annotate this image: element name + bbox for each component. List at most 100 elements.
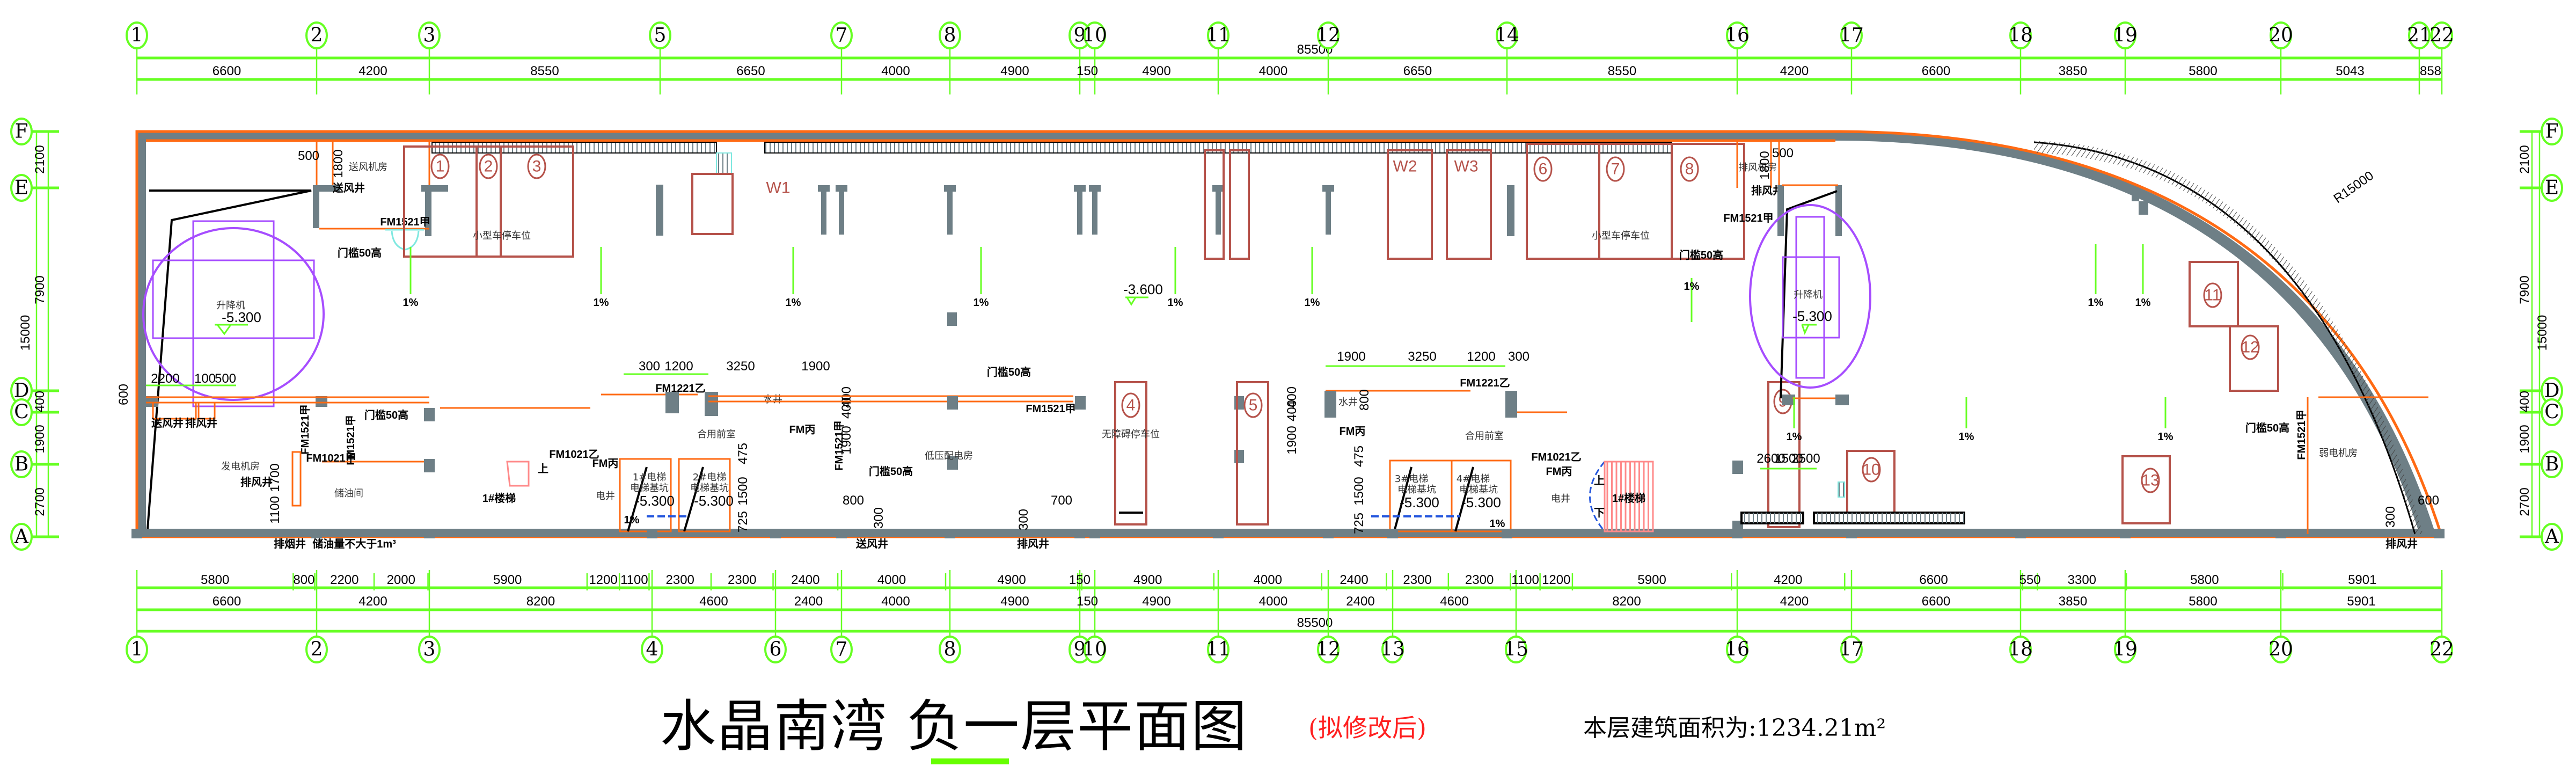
column-e-stem — [1216, 185, 1221, 235]
bottom-axis-10-circle — [1084, 636, 1106, 663]
right-dim-7900: 7900 — [2518, 275, 2532, 304]
top-axis-18-circle — [2009, 21, 2032, 49]
top-axis-16: 16 — [1725, 21, 1750, 49]
sill-label-5: 门槛50高 — [1679, 249, 1723, 261]
bottom-axis-20-label: 20 — [2268, 639, 2293, 661]
top-axis-9-label: 9 — [1074, 25, 1086, 47]
bottom-axis-17: 17 — [1839, 636, 1864, 663]
column-a — [1387, 529, 1398, 538]
right-axis-C: C — [2541, 398, 2563, 426]
right-axis-B-label: B — [2545, 454, 2559, 476]
w-area — [1205, 150, 1249, 259]
top-axis-18-label: 18 — [2008, 25, 2033, 47]
drawing-name: 负一层平面图 — [906, 694, 1248, 759]
floor-level-marker: -3.600 — [1123, 281, 1163, 306]
slope-label: 1% — [1168, 297, 1183, 309]
elevator-2-pit-label: 电梯基坑 — [690, 483, 729, 494]
top-span-dim: 8550 — [530, 64, 559, 78]
stair-down-right: 下 — [1594, 507, 1605, 519]
top-axis-16-label: 16 — [1725, 25, 1750, 47]
column-e-stem — [839, 185, 844, 235]
left-axis-F-circle — [10, 118, 33, 145]
floor-area: 本层建筑面积为:1234.21m² — [1583, 709, 1886, 743]
top-span-dim: 3850 — [2059, 64, 2087, 78]
bottom-axis-20-circle — [2270, 636, 2292, 663]
bottom-axis-8-label: 8 — [944, 639, 956, 661]
parking-number-10 — [1862, 457, 1881, 483]
level-marker-right — [1801, 324, 1817, 335]
top-axis-20: 20 — [2268, 21, 2293, 49]
door-fmc-4: FM丙 — [1546, 466, 1572, 478]
parking-number-2 — [479, 154, 498, 179]
elevator-2-shaft — [678, 458, 731, 532]
top-span-dim: 6650 — [1403, 64, 1432, 78]
curved-ramp-hatch — [2034, 141, 2423, 534]
lift-right-platform-h — [1782, 256, 1840, 339]
elevator-4-shaft — [1451, 459, 1512, 532]
door-fmc-1: FM丙 — [592, 458, 619, 470]
bottom-span-dim: 5800 — [2189, 594, 2217, 609]
parking-number-13-label: 13 — [2141, 472, 2159, 490]
door-fm1521a-4: FM1521甲 — [833, 420, 845, 470]
column-a — [1074, 529, 1085, 538]
parking-w3-label: W3 — [1454, 158, 1479, 176]
accessible-parking-label: 无障碍停车位 — [1102, 429, 1160, 440]
exhaust-fan-room: 排风机房 1800 500 排风井 FM1521甲 门槛50高 — [1679, 141, 1794, 261]
door-fm1521a-6: FM1521甲 — [1723, 213, 1773, 224]
bottom-total-dim: 85500 — [1297, 616, 1333, 630]
column-e — [1507, 185, 1514, 236]
floor-level-symbol — [1125, 296, 1148, 306]
left-side-dims: 15000 2100 7900 400 1900 2700 600 — [18, 132, 131, 537]
parking-small-label-1: 小型车停车位 — [473, 230, 531, 242]
bottom-axis-15-label: 15 — [1504, 639, 1528, 661]
top-span-dim: 5800 — [2189, 64, 2217, 78]
parking-number-6 — [1533, 156, 1553, 182]
exhaust-shaft-label-5: 排风井 — [2385, 537, 2418, 550]
lift-right-platform-v — [1795, 216, 1825, 379]
elevator-3-pit-label: 电梯基坑 — [1397, 484, 1436, 495]
top-axis-21-label: 21 — [2407, 25, 2432, 47]
bottom-axis-17-label: 17 — [1839, 639, 1864, 661]
bottom-span-dim: 4900 — [1142, 594, 1170, 609]
col-d1 — [146, 396, 158, 407]
top-axis-2: 2 — [305, 21, 328, 49]
bottom-span-dim: 3850 — [2059, 594, 2087, 609]
stair-1-left — [506, 461, 530, 487]
parking-w1-label: W1 — [766, 179, 791, 197]
slope-label: 1% — [2088, 297, 2104, 309]
bottom-axis-17-circle — [1840, 636, 1863, 663]
left-dim-2700: 2700 — [33, 487, 47, 516]
core-r-side-400a: 400 — [1285, 386, 1299, 408]
elevator-2-label: 2#电梯 — [693, 472, 727, 483]
slope-label: 1% — [2135, 297, 2151, 309]
col-fan-3 — [313, 185, 319, 228]
top-axis-10: 10 — [1082, 21, 1107, 49]
top-axis-11-circle — [1207, 21, 1230, 49]
curve-radius-label: R15000 — [2331, 169, 2376, 206]
parking-number-11 — [2203, 282, 2222, 308]
bottom-span-dim: 2400 — [794, 594, 823, 609]
right-axis-A-circle — [2541, 523, 2563, 551]
top-axis-3-circle — [418, 21, 441, 49]
top-axis-20-circle — [2270, 21, 2292, 49]
bottom-detail-dim: 5900 — [1637, 573, 1666, 587]
stair-1-label-left: 1#楼梯 — [482, 492, 516, 505]
bottom-axis-19-circle — [2114, 636, 2136, 663]
bottom-axis-4-circle — [641, 636, 663, 663]
left-axis-A-label: A — [14, 526, 29, 548]
right-axis-B: B — [2541, 450, 2563, 478]
bottom-detail-dim: 2000 — [387, 573, 415, 587]
left-axis-E: E — [10, 174, 33, 202]
parking-number-10-label: 10 — [1862, 461, 1880, 479]
bottom-detail-dim: 2200 — [330, 573, 358, 587]
left-axis-E-circle — [10, 174, 33, 202]
parking-number-12 — [2241, 334, 2260, 360]
top-span-dim: 6650 — [736, 64, 765, 78]
core-l-dim-300: 300 — [639, 359, 660, 374]
bottom-detail-dim: 2400 — [791, 573, 819, 587]
bottom-span-dim: 4000 — [881, 594, 910, 609]
column-mid — [947, 312, 957, 326]
top-span-dim: 858 — [2420, 64, 2441, 78]
column-e-stem — [1077, 185, 1082, 235]
right-total-dim: 15000 — [2535, 315, 2550, 351]
